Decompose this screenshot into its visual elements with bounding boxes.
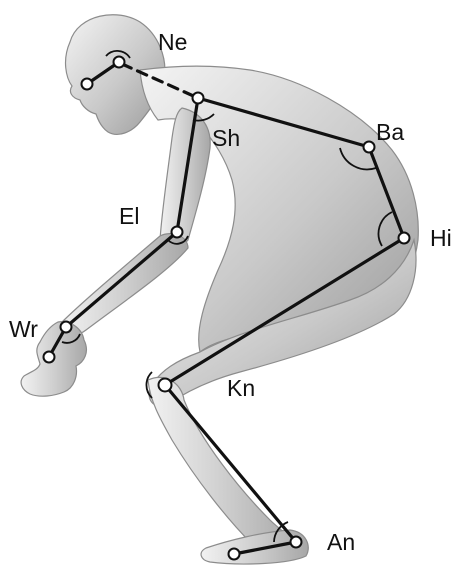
joint-back (364, 142, 375, 153)
label-hip: Hi (430, 225, 452, 251)
joint-knee (159, 379, 172, 392)
joint-hand (44, 352, 55, 363)
joint-shoulder (193, 93, 204, 104)
joint-neck (114, 57, 125, 68)
forearm (60, 234, 188, 335)
shin (148, 377, 298, 550)
label-knee: Kn (227, 375, 255, 401)
joint-hip (399, 233, 410, 244)
label-wrist: Wr (9, 316, 38, 342)
label-elbow: El (119, 203, 139, 229)
joint-head (82, 79, 93, 90)
joint-wrist (61, 322, 72, 333)
joint-toe (229, 549, 240, 560)
label-neck: Ne (158, 29, 187, 55)
label-ankle: An (327, 529, 355, 555)
joint-elbow (172, 227, 183, 238)
label-shoulder: Sh (212, 125, 240, 151)
segment-elbow-wrist (66, 232, 177, 327)
human-figure (21, 15, 418, 564)
label-back: Ba (376, 119, 404, 145)
joint-ankle (291, 537, 302, 548)
